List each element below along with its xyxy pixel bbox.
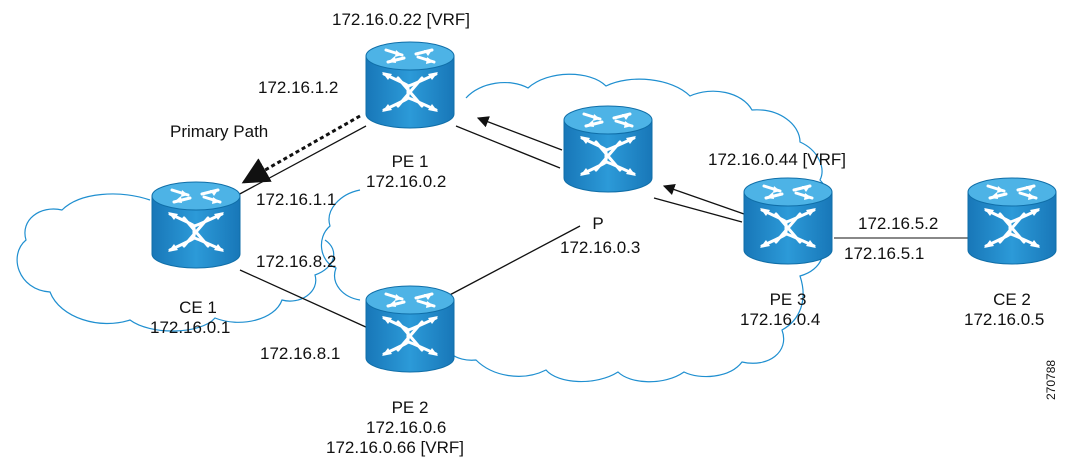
link-ce1-pe1 <box>235 125 367 197</box>
pe2-vrf-label: 172.16.0.66 [VRF] <box>326 438 464 457</box>
p-ip-label: 172.16.0.3 <box>560 238 641 257</box>
link-pe1-p <box>455 125 561 169</box>
ce2-ip-label: 172.16.0.5 <box>964 310 1045 329</box>
path-arrow-p-to-pe1 <box>476 116 563 151</box>
pe1-ip-label: 172.16.0.2 <box>366 172 447 191</box>
p-name-label: P <box>592 214 604 233</box>
pe3-interface-ce2-label: 172.16.5.1 <box>844 244 925 263</box>
cloud-pe2-inner <box>320 189 361 301</box>
primary-path-arrow <box>241 114 361 184</box>
cloud-left <box>16 193 335 332</box>
figure-id-label: 270788 <box>1044 359 1058 400</box>
ce2-name-label: CE 2 <box>993 290 1031 309</box>
router-icon <box>966 176 1058 266</box>
ce1-ip-label: 172.16.0.1 <box>150 318 231 337</box>
router-icon <box>562 104 654 194</box>
router-icon <box>364 40 456 130</box>
pe3-ip-label: 172.16.0.4 <box>740 310 821 329</box>
pe1-name-label: PE 1 <box>391 152 429 171</box>
pe2-name-label: PE 2 <box>391 398 429 417</box>
pe1-vrf-label: 172.16.0.22 [VRF] <box>332 10 470 29</box>
ce1-name-label: CE 1 <box>179 298 217 317</box>
pe2-ip-label: 172.16.0.6 <box>366 418 447 437</box>
router-icon <box>742 176 834 266</box>
pe3-vrf-label: 172.16.0.44 [VRF] <box>708 150 846 169</box>
ce1-interface-pe1-label: 172.16.1.1 <box>256 190 337 209</box>
link-p-pe2 <box>443 225 581 299</box>
ce1-interface-pe2-label: 172.16.8.2 <box>256 252 337 271</box>
link-ce1-pe2 <box>239 269 369 329</box>
primary-path-label: Primary Path <box>170 122 269 141</box>
pe2-interface-ce1-label: 172.16.8.1 <box>260 344 341 363</box>
pe3-name-label: PE 3 <box>769 290 807 309</box>
path-arrow-pe3-to-p <box>662 183 745 215</box>
ce2-interface-pe3-label: 172.16.5.2 <box>858 214 939 233</box>
link-p-pe3 <box>653 197 743 223</box>
pe1-interface-ce1-label: 172.16.1.2 <box>258 78 339 97</box>
router-icon <box>150 180 242 270</box>
router-icon <box>364 284 456 374</box>
